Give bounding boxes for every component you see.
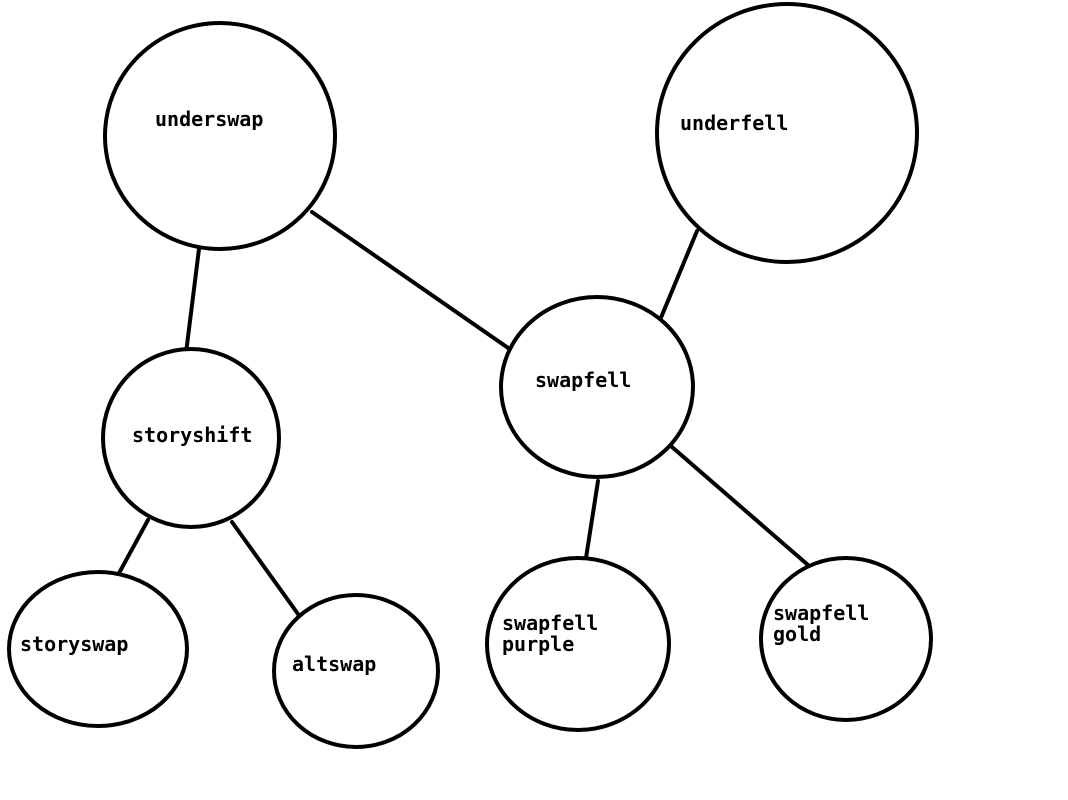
node-label: altswap xyxy=(292,652,376,676)
edge-swapfell-swapfell-purple xyxy=(584,479,600,560)
node-circle xyxy=(7,570,189,728)
edge-underswap-swapfell xyxy=(310,210,513,352)
node-underfell: underfell xyxy=(655,2,919,264)
node-circle xyxy=(485,556,671,732)
edge-storyshift-altswap xyxy=(230,520,300,616)
node-circle xyxy=(499,295,695,479)
node-label: storyshift xyxy=(132,423,252,447)
edge-swapfell-swapfell-gold xyxy=(670,445,810,567)
node-circle xyxy=(272,593,440,749)
node-circle xyxy=(103,21,337,251)
node-label: purple xyxy=(502,632,574,656)
nodes-layer: underswap underfell storyshift swapfell stor… xyxy=(7,2,933,749)
edges-layer xyxy=(116,210,810,616)
edge-underfell-swapfell xyxy=(658,229,699,322)
node-label: underfell xyxy=(680,111,788,135)
node-circle xyxy=(655,2,919,264)
node-label: underswap xyxy=(155,107,263,131)
node-storyswap: storyswap xyxy=(7,570,189,728)
node-label: gold xyxy=(773,622,821,646)
node-label: swapfell xyxy=(535,368,631,392)
node-underswap: underswap xyxy=(103,21,337,251)
edge-underswap-storyshift xyxy=(184,247,201,355)
node-circle xyxy=(759,556,933,722)
node-label: swapfell xyxy=(773,601,869,625)
node-altswap: altswap xyxy=(272,593,440,749)
node-storyshift: storyshift xyxy=(101,347,281,529)
node-circle xyxy=(101,347,281,529)
node-swapfell: swapfell xyxy=(499,295,695,479)
edge-storyshift-storyswap xyxy=(116,518,150,577)
node-label: swapfell xyxy=(502,611,598,635)
node-label: storyswap xyxy=(20,632,128,656)
